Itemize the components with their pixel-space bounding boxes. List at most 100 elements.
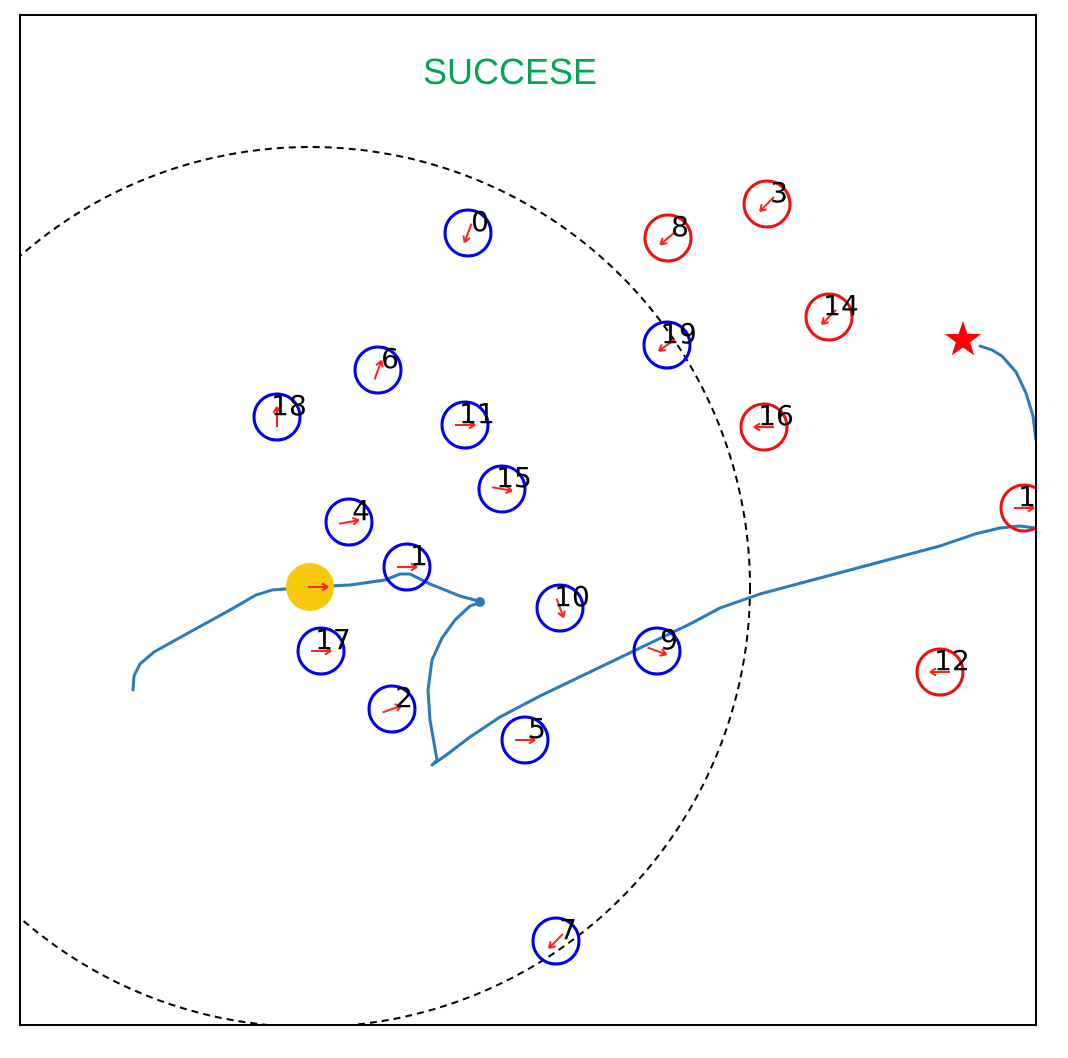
agent-label-10: 10 (554, 580, 590, 613)
agent-heading-arrow-16 (753, 422, 774, 432)
agent-heading-arrow-9-head-1 (659, 653, 667, 657)
agent-heading-arrow-6-shaft (373, 360, 383, 380)
agent-heading-arrow-18-head-0 (272, 406, 278, 414)
agent-heading-arrow-13 (1014, 503, 1035, 513)
agent-heading-arrow-0-head-1 (462, 235, 466, 243)
agent-heading-arrow-8-head-0 (660, 242, 668, 246)
agent-circle-12 (915, 647, 965, 697)
agent-heading-arrow-14-head-1 (820, 317, 825, 325)
agent-circle-18 (252, 392, 302, 442)
agent-heading-arrow-5-head-0 (528, 735, 536, 741)
agent-circle-19 (642, 320, 692, 370)
agent-heading-arrow-6 (373, 359, 384, 380)
agent-heading-arrow-10-shaft (555, 598, 565, 618)
agent-heading-arrow-10-head-0 (562, 610, 566, 618)
agent-heading-arrow-9-shaft (647, 646, 667, 656)
agent-heading-arrow-19-shaft (658, 338, 676, 352)
agent-heading-arrow-3-head-1 (758, 204, 763, 212)
agent-heading-arrow-8-head-1 (659, 237, 664, 245)
agent-circle-2 (367, 684, 417, 734)
agent-label-0: 0 (471, 205, 489, 238)
agent-circle-14 (804, 292, 854, 342)
trajectory-line-2 (978, 344, 1036, 442)
agent-circle-13 (999, 483, 1036, 533)
agent-heading-arrow-18 (272, 406, 282, 427)
agent-label-13: 13 (1018, 480, 1054, 513)
agent-heading-arrow-7-head-1 (547, 941, 552, 949)
agent-heading-arrow-17-head-1 (324, 650, 332, 656)
agent-circle-4 (324, 497, 374, 547)
agent-circle-5 (500, 715, 550, 765)
agent-label-11: 11 (459, 397, 495, 430)
agent-label-17: 17 (315, 623, 351, 656)
agent-heading-arrow-1-head-0 (410, 562, 418, 568)
agent-circle-10 (535, 583, 585, 633)
agent-heading-arrow-7-head-0 (548, 945, 556, 950)
agent-label-9: 9 (660, 623, 678, 656)
agent-heading-arrow-2-head-0 (394, 703, 402, 707)
agent-heading-arrow-1 (397, 562, 418, 572)
agent-heading-arrow-5-head-1 (528, 739, 536, 745)
agent-label-2: 2 (395, 681, 413, 714)
agent-label-5: 5 (528, 712, 546, 745)
agent-heading-arrow-16-head-1 (753, 422, 761, 428)
agent-label-7: 7 (559, 913, 577, 946)
agent-heading-arrow-14 (820, 309, 837, 326)
agent-heading-arrow-10 (555, 598, 566, 619)
robot-heading-arrow-head-1 (321, 586, 329, 592)
agent-heading-arrow-14-shaft (821, 309, 837, 325)
agent-circle-8 (643, 213, 693, 263)
agent-heading-arrow-16-head-0 (753, 426, 761, 432)
agent-heading-arrow-9-head-0 (661, 648, 668, 656)
agent-heading-arrow-17-head-0 (324, 646, 332, 652)
agent-heading-arrow-2 (382, 703, 403, 714)
agent-heading-arrow-18-head-1 (276, 406, 282, 414)
agent-heading-arrow-5 (515, 735, 536, 745)
agent-label-4: 4 (352, 494, 370, 527)
agent-heading-arrow-8-shaft (659, 230, 677, 246)
agent-circle-6 (353, 345, 403, 395)
agent-heading-arrow-12-head-1 (929, 667, 937, 673)
robot-heading-arrow-head-0 (321, 582, 329, 588)
agent-heading-arrow-19 (657, 338, 676, 352)
trajectory-line-1 (426, 524, 1036, 767)
sensing-range-circle (20, 146, 751, 1025)
agent-circle-17 (296, 626, 346, 676)
agent-label-14: 14 (823, 289, 859, 322)
agent-heading-arrow-12 (929, 667, 950, 677)
agent-heading-arrow-13-head-0 (1027, 503, 1035, 509)
plot-background (20, 15, 1036, 1025)
agent-circle-3 (742, 179, 792, 229)
agent-circle-0 (443, 208, 493, 258)
agent-heading-arrow-17 (311, 646, 332, 656)
agent-heading-arrow-0 (462, 223, 473, 244)
agent-heading-arrow-14-head-0 (821, 321, 829, 326)
agent-label-18: 18 (271, 389, 307, 422)
agent-heading-arrow-4-head-1 (352, 519, 360, 526)
agent-heading-arrow-2-shaft (382, 704, 402, 714)
agent-heading-arrow-8 (659, 230, 677, 246)
agent-heading-arrow-6-head-0 (375, 359, 383, 366)
agent-circle-11 (440, 400, 490, 450)
agent-label-12: 12 (934, 644, 970, 677)
agent-circle-1 (382, 542, 432, 592)
agent-label-3: 3 (770, 176, 788, 209)
agent-circle-15 (477, 464, 527, 514)
agent-circle-16 (739, 402, 789, 452)
agent-label-19: 19 (661, 317, 697, 350)
agent-circle-9 (632, 626, 682, 676)
agent-heading-arrow-15-head-0 (505, 485, 513, 492)
agent-heading-arrow-4-shaft (338, 519, 360, 525)
agent-heading-arrow-0-head-0 (463, 237, 471, 244)
agent-heading-arrow-19-head-0 (658, 349, 666, 352)
agent-heading-arrow-6-head-1 (380, 360, 384, 368)
robot-heading-arrow (308, 582, 329, 592)
goal-star-icon (944, 321, 982, 356)
agent-label-6: 6 (381, 342, 399, 375)
agent-heading-arrow-3-head-0 (759, 208, 767, 213)
agent-circle-7 (531, 916, 581, 966)
agent-heading-arrow-15-head-1 (504, 489, 513, 495)
agent-heading-arrow-13-head-1 (1027, 507, 1035, 513)
agent-heading-arrow-15 (491, 485, 513, 495)
